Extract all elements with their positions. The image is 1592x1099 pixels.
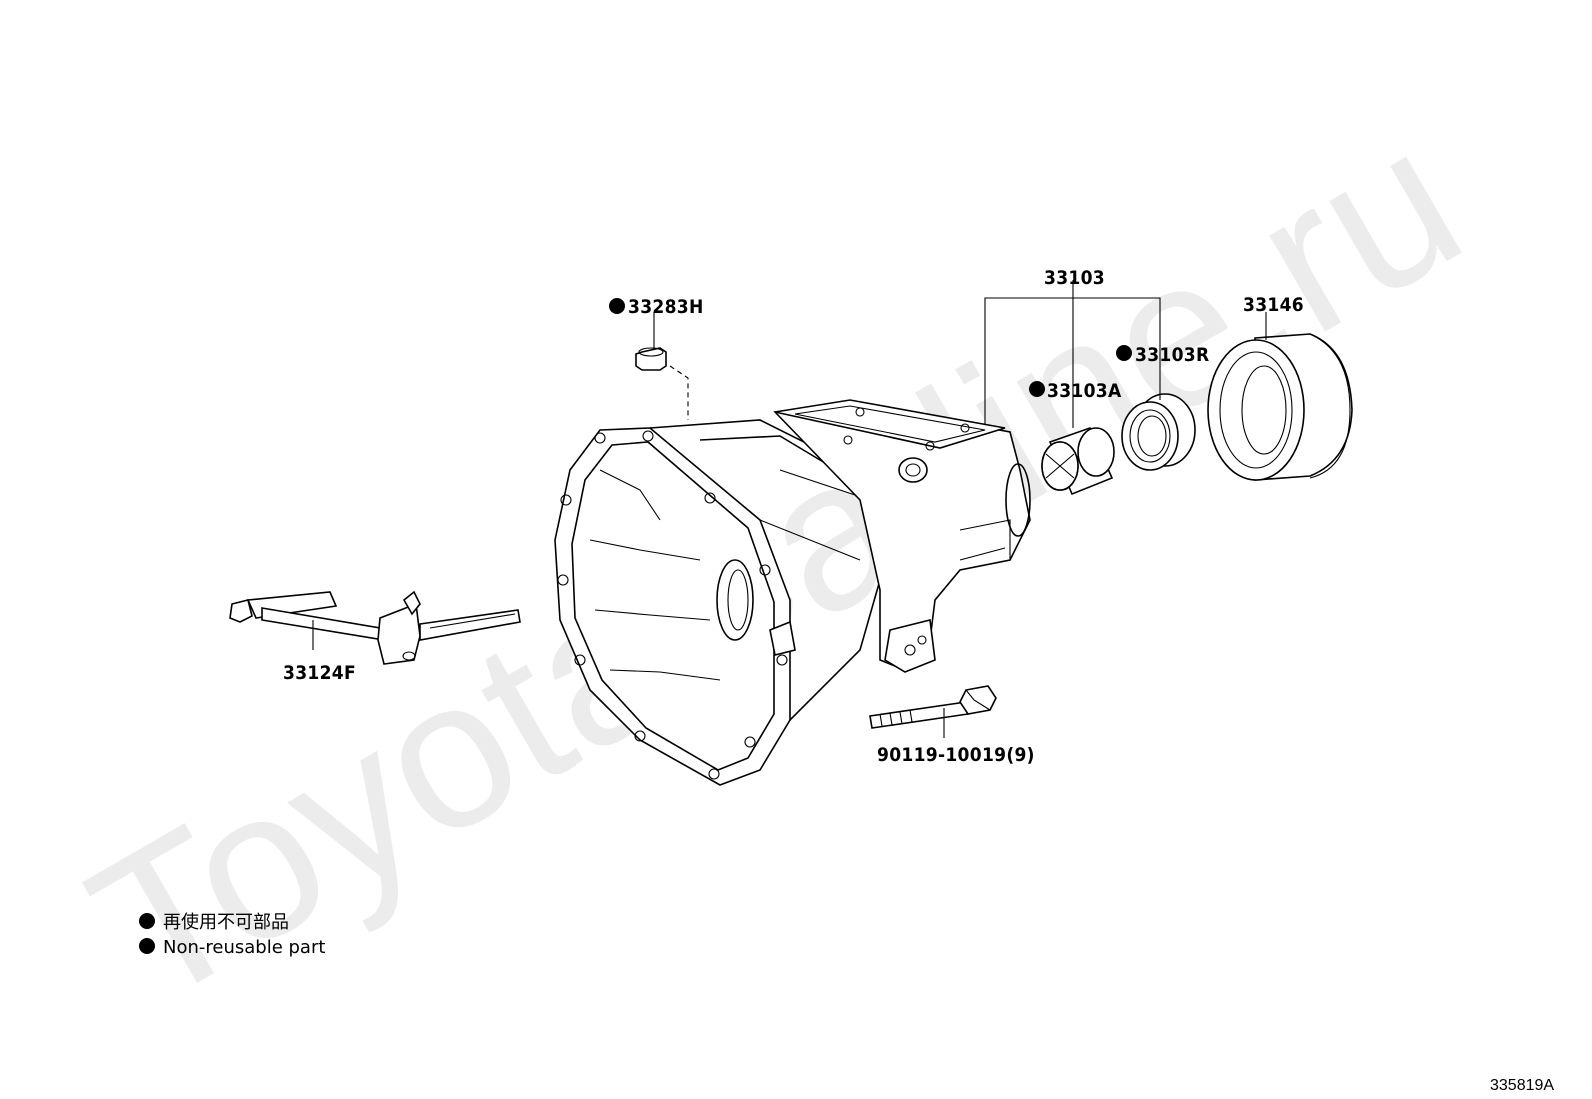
part-33146-ring	[1207, 333, 1353, 481]
part-labels: 33283H 33103 33103R 33103A 33146 33124F …	[283, 267, 1304, 766]
legend-bullet-en	[139, 938, 155, 954]
non-reusable-marker-33103R	[1116, 345, 1132, 361]
part-33124F-shift-lever	[229, 590, 521, 665]
label-33283H: 33283H	[628, 296, 704, 318]
label-33103R: 33103R	[1135, 344, 1209, 366]
label-33124F: 33124F	[283, 662, 356, 684]
non-reusable-marker-33283H	[609, 298, 625, 314]
legend: 再使用不可部品 Non-reusable part	[139, 912, 325, 958]
legend-bullet-jp	[139, 913, 155, 929]
label-33146: 33146	[1243, 294, 1304, 316]
legend-text-en: Non-reusable part	[163, 937, 325, 958]
leader-lines	[312, 280, 1267, 738]
legend-text-jp: 再使用不可部品	[163, 912, 289, 933]
part-33103R-seal	[1121, 393, 1196, 471]
non-reusable-marker-33103A	[1029, 381, 1045, 397]
part-33103A-bushing	[1041, 427, 1115, 496]
label-33103: 33103	[1044, 267, 1105, 289]
part-33283H-plug	[635, 347, 689, 420]
diagram-code: 335819A	[1490, 1077, 1554, 1094]
part-90119-bolt	[869, 685, 997, 729]
label-33103A: 33103A	[1047, 380, 1122, 402]
transmission-case	[554, 399, 1031, 786]
label-90119-10019: 90119-10019(9)	[877, 744, 1035, 766]
